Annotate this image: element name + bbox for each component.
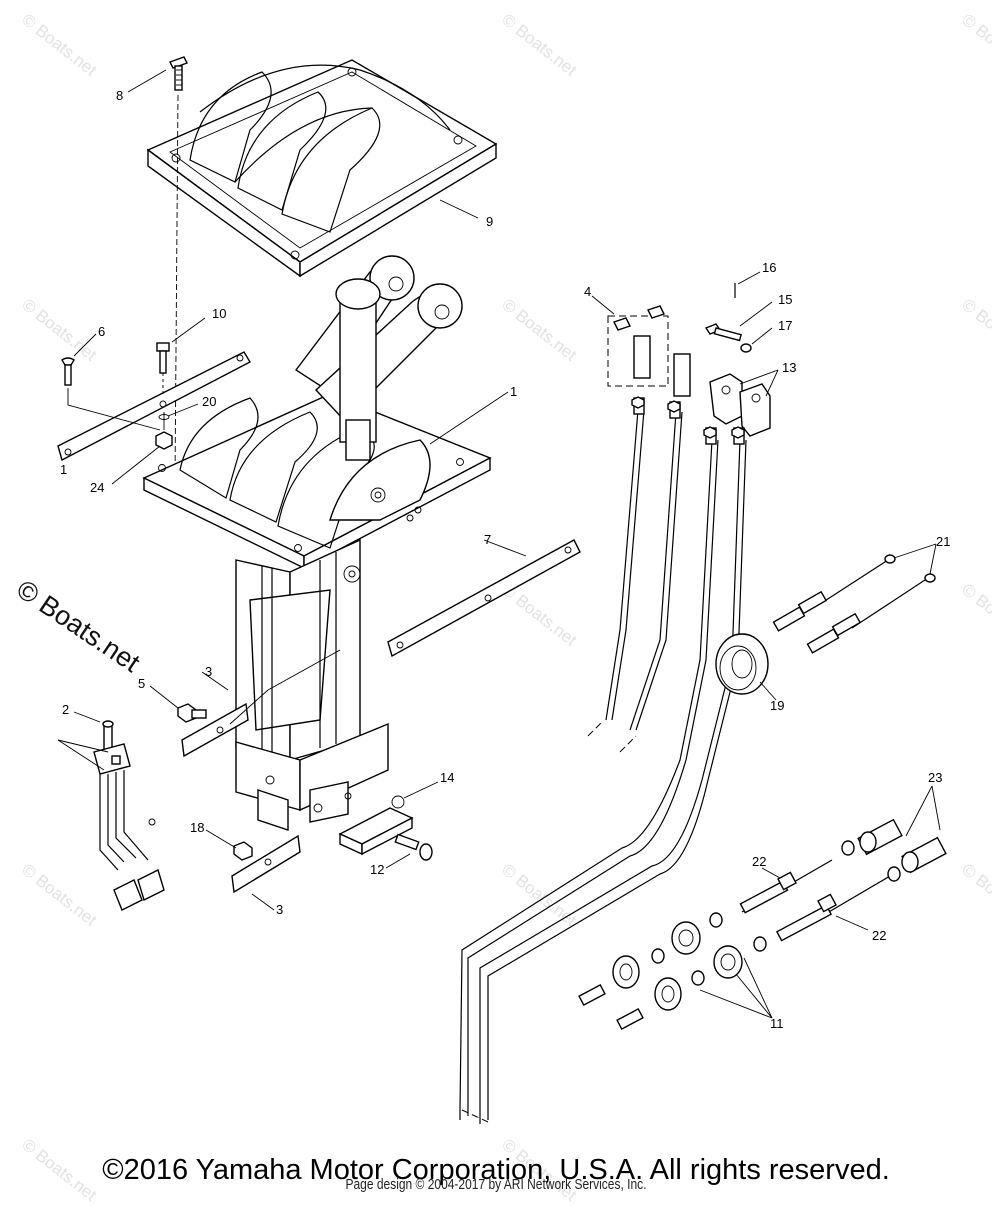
callout-22-lower: 22 (872, 928, 886, 943)
nut-24 (155, 412, 173, 450)
neutral-switch-2 (93, 720, 165, 911)
callout-10: 10 (212, 306, 226, 321)
mounting-bar-7 (387, 539, 581, 658)
plate-3-upper (181, 702, 249, 758)
mounting-bar-left (57, 351, 251, 462)
copyright-notice: ©2016 Yamaha Motor Corporation, U.S.A. A… (102, 1154, 890, 1186)
callout-3-upper: 3 (205, 664, 212, 679)
cable-ends-13 (709, 373, 771, 437)
control-cables (459, 396, 747, 1124)
fittings-11 (578, 912, 767, 1030)
callout-12: 12 (370, 862, 384, 877)
callout-11: 11 (770, 1016, 784, 1031)
bolt-18 (233, 841, 253, 861)
bolt-15 (704, 323, 742, 342)
plate-3-lower (231, 834, 301, 894)
callout-6: 6 (98, 324, 105, 339)
screw-6 (61, 357, 161, 431)
leader-lines (57, 69, 941, 1019)
callout-8: 8 (116, 88, 123, 103)
callout-7: 7 (484, 532, 491, 547)
callout-15: 15 (778, 292, 792, 307)
joints-23 (841, 818, 947, 882)
callout-4: 4 (584, 284, 591, 299)
callout-20: 20 (202, 394, 216, 409)
bolt-5 (177, 703, 207, 723)
callout-22-upper: 22 (752, 854, 766, 869)
page-design-credit: Page design © 2004-2017 by ARI Network S… (345, 1176, 647, 1193)
callout-21: 21 (936, 534, 950, 549)
callout-5: 5 (138, 676, 145, 691)
washer-17 (740, 343, 752, 353)
callout-3-lower: 3 (276, 902, 283, 917)
callout-labels: 8 9 1 10 6 20 1 24 7 3 5 2 3 18 12 14 4 … (60, 88, 950, 1031)
callout-14: 14 (440, 770, 454, 785)
callout-2: 2 (62, 702, 69, 717)
cables-21 (772, 554, 936, 654)
callout-18: 18 (190, 820, 204, 835)
grommet-19 (715, 633, 769, 695)
cable-clips-4 (607, 305, 691, 397)
block-14 (338, 795, 414, 856)
screw-8 (169, 56, 188, 91)
control-housing (142, 255, 492, 831)
callout-9: 9 (486, 214, 493, 229)
callout-1-left: 1 (60, 462, 67, 477)
cover-plate (146, 59, 498, 278)
callout-1: 1 (510, 384, 517, 399)
cable-ends-22 (739, 859, 891, 942)
bolt-10 (156, 342, 170, 395)
bolt-12 (394, 833, 433, 861)
callout-13: 13 (782, 360, 796, 375)
callout-17-text: 17 (778, 318, 792, 333)
callout-24: 24 (90, 480, 104, 495)
callout-16: 16 (762, 260, 776, 275)
callout-19: 19 (770, 698, 784, 713)
callout-23: 23 (928, 770, 942, 785)
